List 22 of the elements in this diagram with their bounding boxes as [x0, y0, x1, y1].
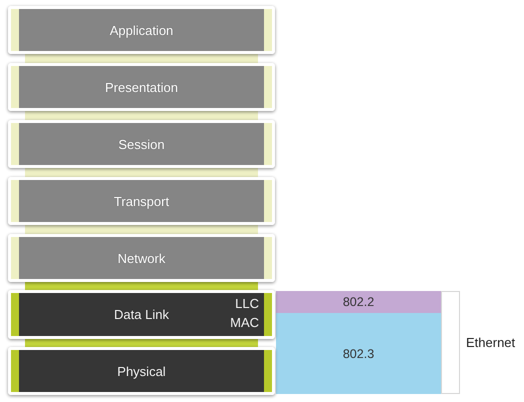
layer-box [8, 6, 275, 54]
sublayer-label: LLC [235, 296, 259, 311]
group-label: Ethernet [466, 334, 516, 350]
group-outline [441, 291, 460, 394]
standard-box [276, 291, 441, 313]
sublayer-label: MAC [230, 315, 259, 330]
layer-box [8, 290, 275, 339]
layer-label: Transport [114, 194, 170, 208]
standard-label: 802.3 [342, 346, 374, 360]
layer-label: Data Link [114, 307, 169, 322]
layer-box [8, 120, 275, 168]
layer-box [8, 177, 275, 225]
layer-box [8, 63, 275, 111]
standard-box [276, 313, 441, 394]
layer-box [8, 234, 275, 282]
layer-label: Application [110, 22, 174, 38]
layer-label: Session [118, 136, 165, 152]
layer-label: Network [118, 250, 166, 266]
layer-box [8, 347, 275, 395]
layer-label: Physical [117, 364, 166, 378]
layer-label: Presentation [105, 80, 178, 94]
standard-label: 802.2 [342, 295, 374, 309]
